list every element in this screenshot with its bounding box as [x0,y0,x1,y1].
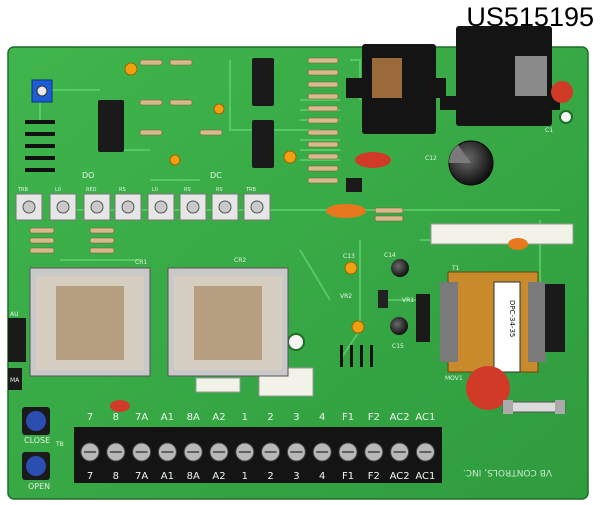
terminal-bottom-label: 2 [267,471,273,482]
label-vr2: VR2 [340,293,352,300]
terminal-bottom-label: 4 [319,471,325,482]
heat-sink [346,26,560,134]
terminal-bottom-label: 8 [113,471,119,482]
connector-block [416,294,430,342]
open-button-label: OPEN [28,482,50,491]
ceramic-capacitors [124,62,365,334]
red-capacitor [110,400,130,412]
terminal-top-label: AC2 [390,412,410,423]
electrolytic-capacitor [448,140,494,186]
terminal-top-label: 4 [319,412,325,423]
mov-varistor [466,366,510,410]
terminal-bottom-label: 8A [187,471,200,482]
connector-au [8,318,26,362]
film-capacitor [326,204,366,218]
transformer [440,271,546,373]
label-cr1: CR1 [135,259,147,266]
label-mov: MOV1 [445,375,463,382]
small-electrolytics [378,259,409,335]
close-button[interactable] [22,407,50,435]
brand-text: VB CONTROLS, INC. [463,467,552,477]
film-capacitor-2 [508,238,528,250]
label-t1: T1 [451,265,460,272]
terminal-top-label: 8A [187,412,200,423]
power-resistor-2 [195,377,241,393]
trimmer-label: RS [119,187,126,193]
trimmer-group-dc: DC [210,171,222,180]
relay-cr1 [29,267,151,377]
label-cr2: CR2 [234,257,246,264]
diode-column [25,120,55,172]
trimmer-label: RS [216,187,223,193]
trimmer-label: RS [184,187,191,193]
fuse-cap-left [503,400,513,414]
transformer-label: DPC-34-35 [508,300,516,337]
varistor-red [551,81,573,103]
label-au: AU [10,311,19,318]
terminal-top-label: 3 [293,412,299,423]
trimmer-label: L0 [152,187,158,193]
terminal-bottom-label: AC1 [415,471,435,482]
varistor-red-2 [355,152,391,168]
terminal-top-label: A1 [161,412,174,423]
terminal-bottom-label: A2 [212,471,225,482]
trimmer-label: L0 [55,187,61,193]
terminal-bottom-label: F2 [368,471,380,482]
fuse-cap-right [555,400,565,414]
terminal-top-label: 7A [135,412,148,423]
terminal-screws [80,442,435,462]
connector-ma [8,368,22,390]
terminal-top-label: 2 [267,412,273,423]
blue-trimpot[interactable] [31,79,53,103]
bridge-diodes [340,345,373,367]
terminal-top-label: 1 [242,412,248,423]
label-tb: TB [55,441,64,448]
pcb-substrate [7,46,589,500]
power-resistor [430,223,574,245]
trimmer-label: RED [86,187,97,193]
label-c12: C12 [425,155,437,162]
trimmer-group-do: DO [82,171,94,180]
label-c13: C13 [343,253,355,260]
ic-chips [98,58,362,192]
label-vr1: VR1 [402,297,414,304]
terminal-top-label: A2 [212,412,225,423]
terminal-bottom-label: 1 [242,471,248,482]
label-c15: C15 [392,343,404,350]
terminal-bottom-label: 3 [293,471,299,482]
trimmer-label: TRB [245,187,257,193]
terminal-top-label: 7 [87,412,93,423]
open-button[interactable] [22,452,50,480]
transformer-connector [545,284,565,352]
terminal-top-label: 8 [113,412,119,423]
trimmer-knobs [22,200,264,214]
terminal-top-label: F1 [342,412,354,423]
terminal-top-label: F2 [368,412,380,423]
terminal-top-label: AC1 [415,412,435,423]
close-button-label: CLOSE [24,436,50,445]
terminal-bottom-label: 7A [135,471,148,482]
terminal-bottom-label: 7 [87,471,93,482]
terminal-bottom-label: AC2 [390,471,410,482]
terminal-bottom-label: A1 [161,471,174,482]
terminal-block [74,427,442,483]
resistor-bank [29,57,404,254]
relay-cr2 [167,267,289,377]
terminal-top-labels: 7 8 7A A1 8A A2 1 2 3 4 F1 F2 AC2 AC1 [87,412,436,423]
label-ma: MA [10,377,20,384]
trimmer-label: TRB [17,187,29,193]
label-c14: C14 [384,252,396,259]
terminal-bottom-labels: 7 8 7A A1 8A A2 1 2 3 4 F1 F2 AC2 AC1 [87,471,436,482]
terminal-bottom-label: F1 [342,471,354,482]
label-c1: C1 [545,127,553,134]
